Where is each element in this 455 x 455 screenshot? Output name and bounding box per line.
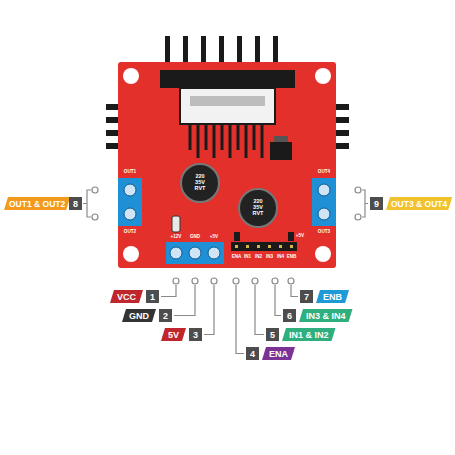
- header-pins: [235, 245, 293, 248]
- silkscreen-label: IN3: [266, 255, 273, 260]
- pin-name: ENA: [269, 349, 288, 359]
- silkscreen-label: +5V: [210, 235, 218, 240]
- regulator: [270, 142, 292, 160]
- terminal-block: [118, 178, 142, 226]
- l298-chip: [180, 88, 275, 124]
- callout-number: 1: [146, 290, 159, 303]
- callout-number-text: 1: [150, 292, 155, 302]
- pin-tag: IN1 & IN2: [282, 328, 336, 341]
- pin-tag: 5V: [161, 328, 186, 341]
- pin-dots: [92, 187, 361, 284]
- capacitor: [181, 164, 219, 202]
- callout-number-text: 8: [73, 199, 78, 209]
- silkscreen-label: IN4: [277, 255, 284, 260]
- callout-number: 6: [283, 309, 296, 322]
- callout-number: 8: [69, 197, 82, 210]
- capacitor-marking: 220 35V RVT: [248, 199, 268, 216]
- heatsink-plate: [160, 70, 295, 88]
- callout-number-text: 7: [304, 292, 309, 302]
- callout-number-text: 3: [193, 330, 198, 340]
- silkscreen-label: OUT4: [318, 170, 330, 175]
- callout-number: 2: [159, 309, 172, 322]
- chip-mark: [190, 96, 265, 106]
- callout-number: 4: [246, 347, 259, 360]
- jumper: [288, 232, 294, 241]
- pin-name: ENB: [323, 292, 342, 302]
- regulator-tab: [274, 136, 288, 142]
- silkscreen-label: +12V: [171, 235, 182, 240]
- pin-tag: OUT1 & OUT2: [4, 197, 70, 210]
- capacitor-marking: 220 35V RVT: [190, 174, 210, 191]
- silkscreen-label: OUT1: [124, 170, 136, 175]
- silkscreen-label: OUT2: [124, 230, 136, 235]
- pin-name: IN1 & IN2: [289, 330, 329, 340]
- callout-number: 9: [370, 197, 383, 210]
- callout-number-text: 2: [163, 311, 168, 321]
- pin-tag: ENB: [316, 290, 349, 303]
- pin-tag: VCC: [110, 290, 143, 303]
- silkscreen-label: ENB: [287, 255, 297, 260]
- callout-number: 7: [300, 290, 313, 303]
- silkscreen-label: OUT3: [318, 230, 330, 235]
- silkscreen-label: +5V: [296, 234, 304, 239]
- pin-header: [231, 242, 297, 251]
- silkscreen-label: ENA: [232, 255, 242, 260]
- capacitor: [239, 189, 277, 227]
- pin-name: OUT3 & OUT4: [391, 199, 447, 209]
- pin-tag: IN3 & IN4: [299, 309, 353, 322]
- small-component: [172, 216, 180, 232]
- pcb: [118, 62, 336, 268]
- jumper: [234, 232, 240, 241]
- pin-tag: ENA: [262, 347, 295, 360]
- chip-pins: [190, 124, 262, 158]
- pin-name: 5V: [168, 330, 179, 340]
- callout-number-text: 5: [270, 330, 275, 340]
- silkscreen-label: GND: [190, 235, 200, 240]
- pin-name: VCC: [117, 292, 136, 302]
- power-terminal: [166, 242, 224, 264]
- callout-number-text: 4: [250, 349, 255, 359]
- pin-name: OUT1 & OUT2: [9, 199, 65, 209]
- pin-tag: GND: [122, 309, 156, 322]
- callout-number-text: 9: [374, 199, 379, 209]
- leader-lines: [83, 190, 368, 354]
- pin-name: GND: [129, 311, 149, 321]
- callout-number: 3: [189, 328, 202, 341]
- silkscreen-label: IN1: [244, 255, 251, 260]
- silkscreen-label: IN2: [255, 255, 262, 260]
- terminal-block: [312, 178, 336, 226]
- callout-number: 5: [266, 328, 279, 341]
- pin-tag: OUT3 & OUT4: [386, 197, 452, 210]
- pin-name: IN3 & IN4: [306, 311, 346, 321]
- mounting-holes: [123, 68, 331, 262]
- callout-number-text: 6: [287, 311, 292, 321]
